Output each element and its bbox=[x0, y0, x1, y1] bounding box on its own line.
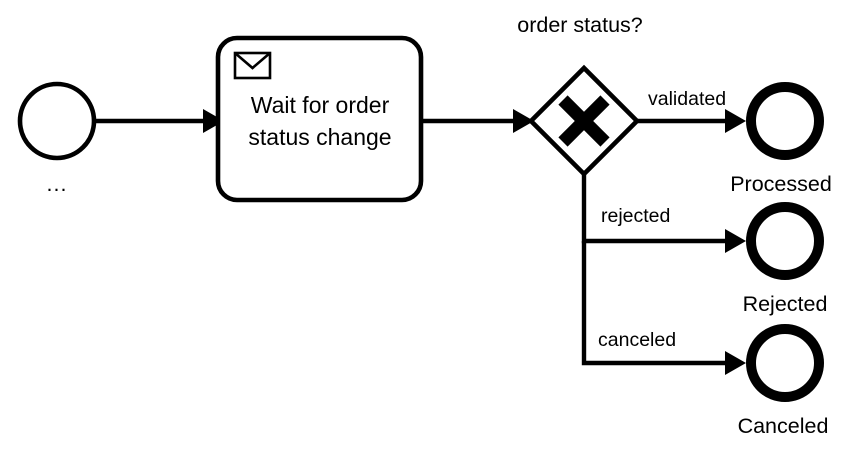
flow-label-rejected: rejected bbox=[601, 205, 670, 227]
flow-label-canceled: canceled bbox=[598, 329, 676, 351]
end-event-rejected-circle bbox=[746, 202, 824, 280]
flow-start-to-task-arrowhead bbox=[203, 109, 224, 133]
flow-task-to-gateway[interactable] bbox=[421, 109, 534, 133]
gateway-x-marker bbox=[558, 95, 610, 147]
envelope-icon-flap bbox=[234, 52, 271, 70]
end-event-canceled-circle bbox=[746, 324, 824, 402]
receive-task-label-line2: status change bbox=[248, 124, 391, 150]
end-event-canceled-label: Canceled bbox=[738, 414, 829, 438]
end-event-processed[interactable] bbox=[746, 82, 824, 160]
start-event[interactable] bbox=[17, 81, 97, 161]
end-event-processed-label: Processed bbox=[730, 172, 832, 196]
flow-gateway-to-processed[interactable] bbox=[637, 109, 746, 133]
end-event-processed-circle bbox=[746, 82, 824, 160]
flow-label-validated: validated bbox=[648, 88, 726, 110]
gateway-label: order status? bbox=[517, 13, 643, 37]
flow-start-to-task[interactable] bbox=[95, 109, 224, 133]
gateway-x-stroke-2 bbox=[558, 95, 610, 147]
end-event-rejected-label: Rejected bbox=[743, 292, 828, 316]
receive-task[interactable]: Wait for order status change bbox=[215, 35, 424, 203]
flow-gateway-to-canceled-arrowhead bbox=[725, 351, 746, 375]
exclusive-gateway[interactable] bbox=[527, 64, 641, 178]
end-event-rejected[interactable] bbox=[746, 202, 824, 280]
flow-gateway-to-processed-arrowhead bbox=[725, 109, 746, 133]
flow-gateway-to-canceled-line bbox=[581, 241, 727, 366]
flow-gateway-to-rejected-arrowhead bbox=[725, 229, 746, 253]
receive-task-label-line1: Wait for order bbox=[251, 92, 390, 118]
envelope-icon bbox=[233, 51, 272, 80]
start-event-label: ... bbox=[47, 172, 68, 196]
flow-gateway-to-canceled[interactable] bbox=[581, 241, 746, 375]
flow-task-to-gateway-arrowhead bbox=[513, 109, 534, 133]
start-event-circle bbox=[17, 81, 97, 161]
end-event-canceled[interactable] bbox=[746, 324, 824, 402]
